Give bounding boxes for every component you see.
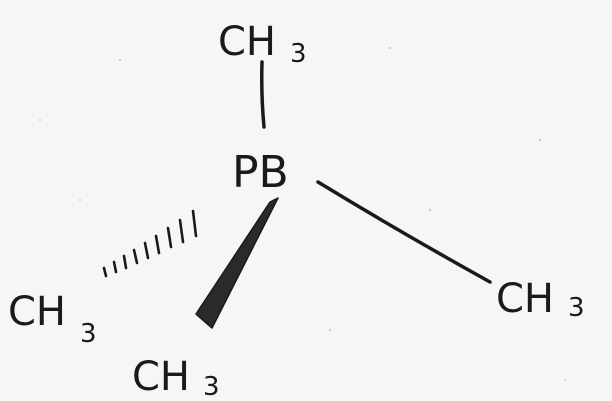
- substituent-right: CH 3: [496, 276, 585, 323]
- substituent-top: CH 3: [218, 19, 307, 69]
- bond-wedge-bottom: [195, 197, 279, 329]
- substituent-left-subscript: 3: [80, 319, 97, 349]
- bond-right: [316, 180, 492, 284]
- substituent-bottom-symbol: CH: [132, 354, 190, 400]
- bond-hashed-left: [102, 209, 198, 278]
- substituent-top-subscript: 3: [290, 39, 307, 69]
- substituent-top-symbol: CH: [218, 19, 276, 65]
- paper-texture: [39, 46, 566, 381]
- substituent-right-subscript: 3: [568, 293, 585, 323]
- center-atom-label: PB: [232, 147, 289, 198]
- substituent-left: CH 3: [8, 289, 97, 349]
- substituent-right-symbol: CH: [496, 276, 554, 322]
- substituent-bottom: CH 3: [132, 354, 220, 401]
- substituent-bottom-subscript: 3: [203, 372, 220, 401]
- substituent-left-symbol: CH: [8, 289, 66, 335]
- bond-top: [260, 60, 266, 129]
